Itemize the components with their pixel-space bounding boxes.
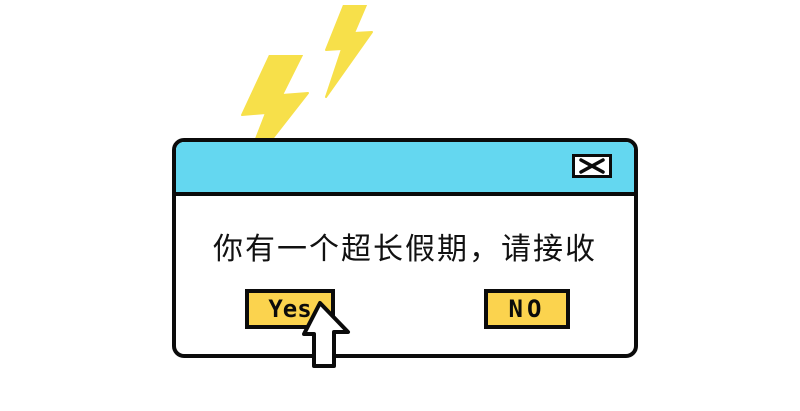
- mouse-pointer-icon: [302, 301, 350, 368]
- dialog-titlebar: [176, 142, 634, 196]
- lightning-bolt-icon: [325, 5, 373, 98]
- yes-button-label: Yes: [268, 295, 312, 323]
- dialog-message: 你有一个超长假期，请接收: [213, 232, 597, 267]
- dialog-window: 你有一个超长假期，请接收 Yes NO: [172, 138, 638, 358]
- close-icon: [579, 158, 605, 174]
- no-button[interactable]: NO: [484, 289, 570, 329]
- no-button-label: NO: [508, 295, 546, 323]
- close-button[interactable]: [572, 154, 612, 178]
